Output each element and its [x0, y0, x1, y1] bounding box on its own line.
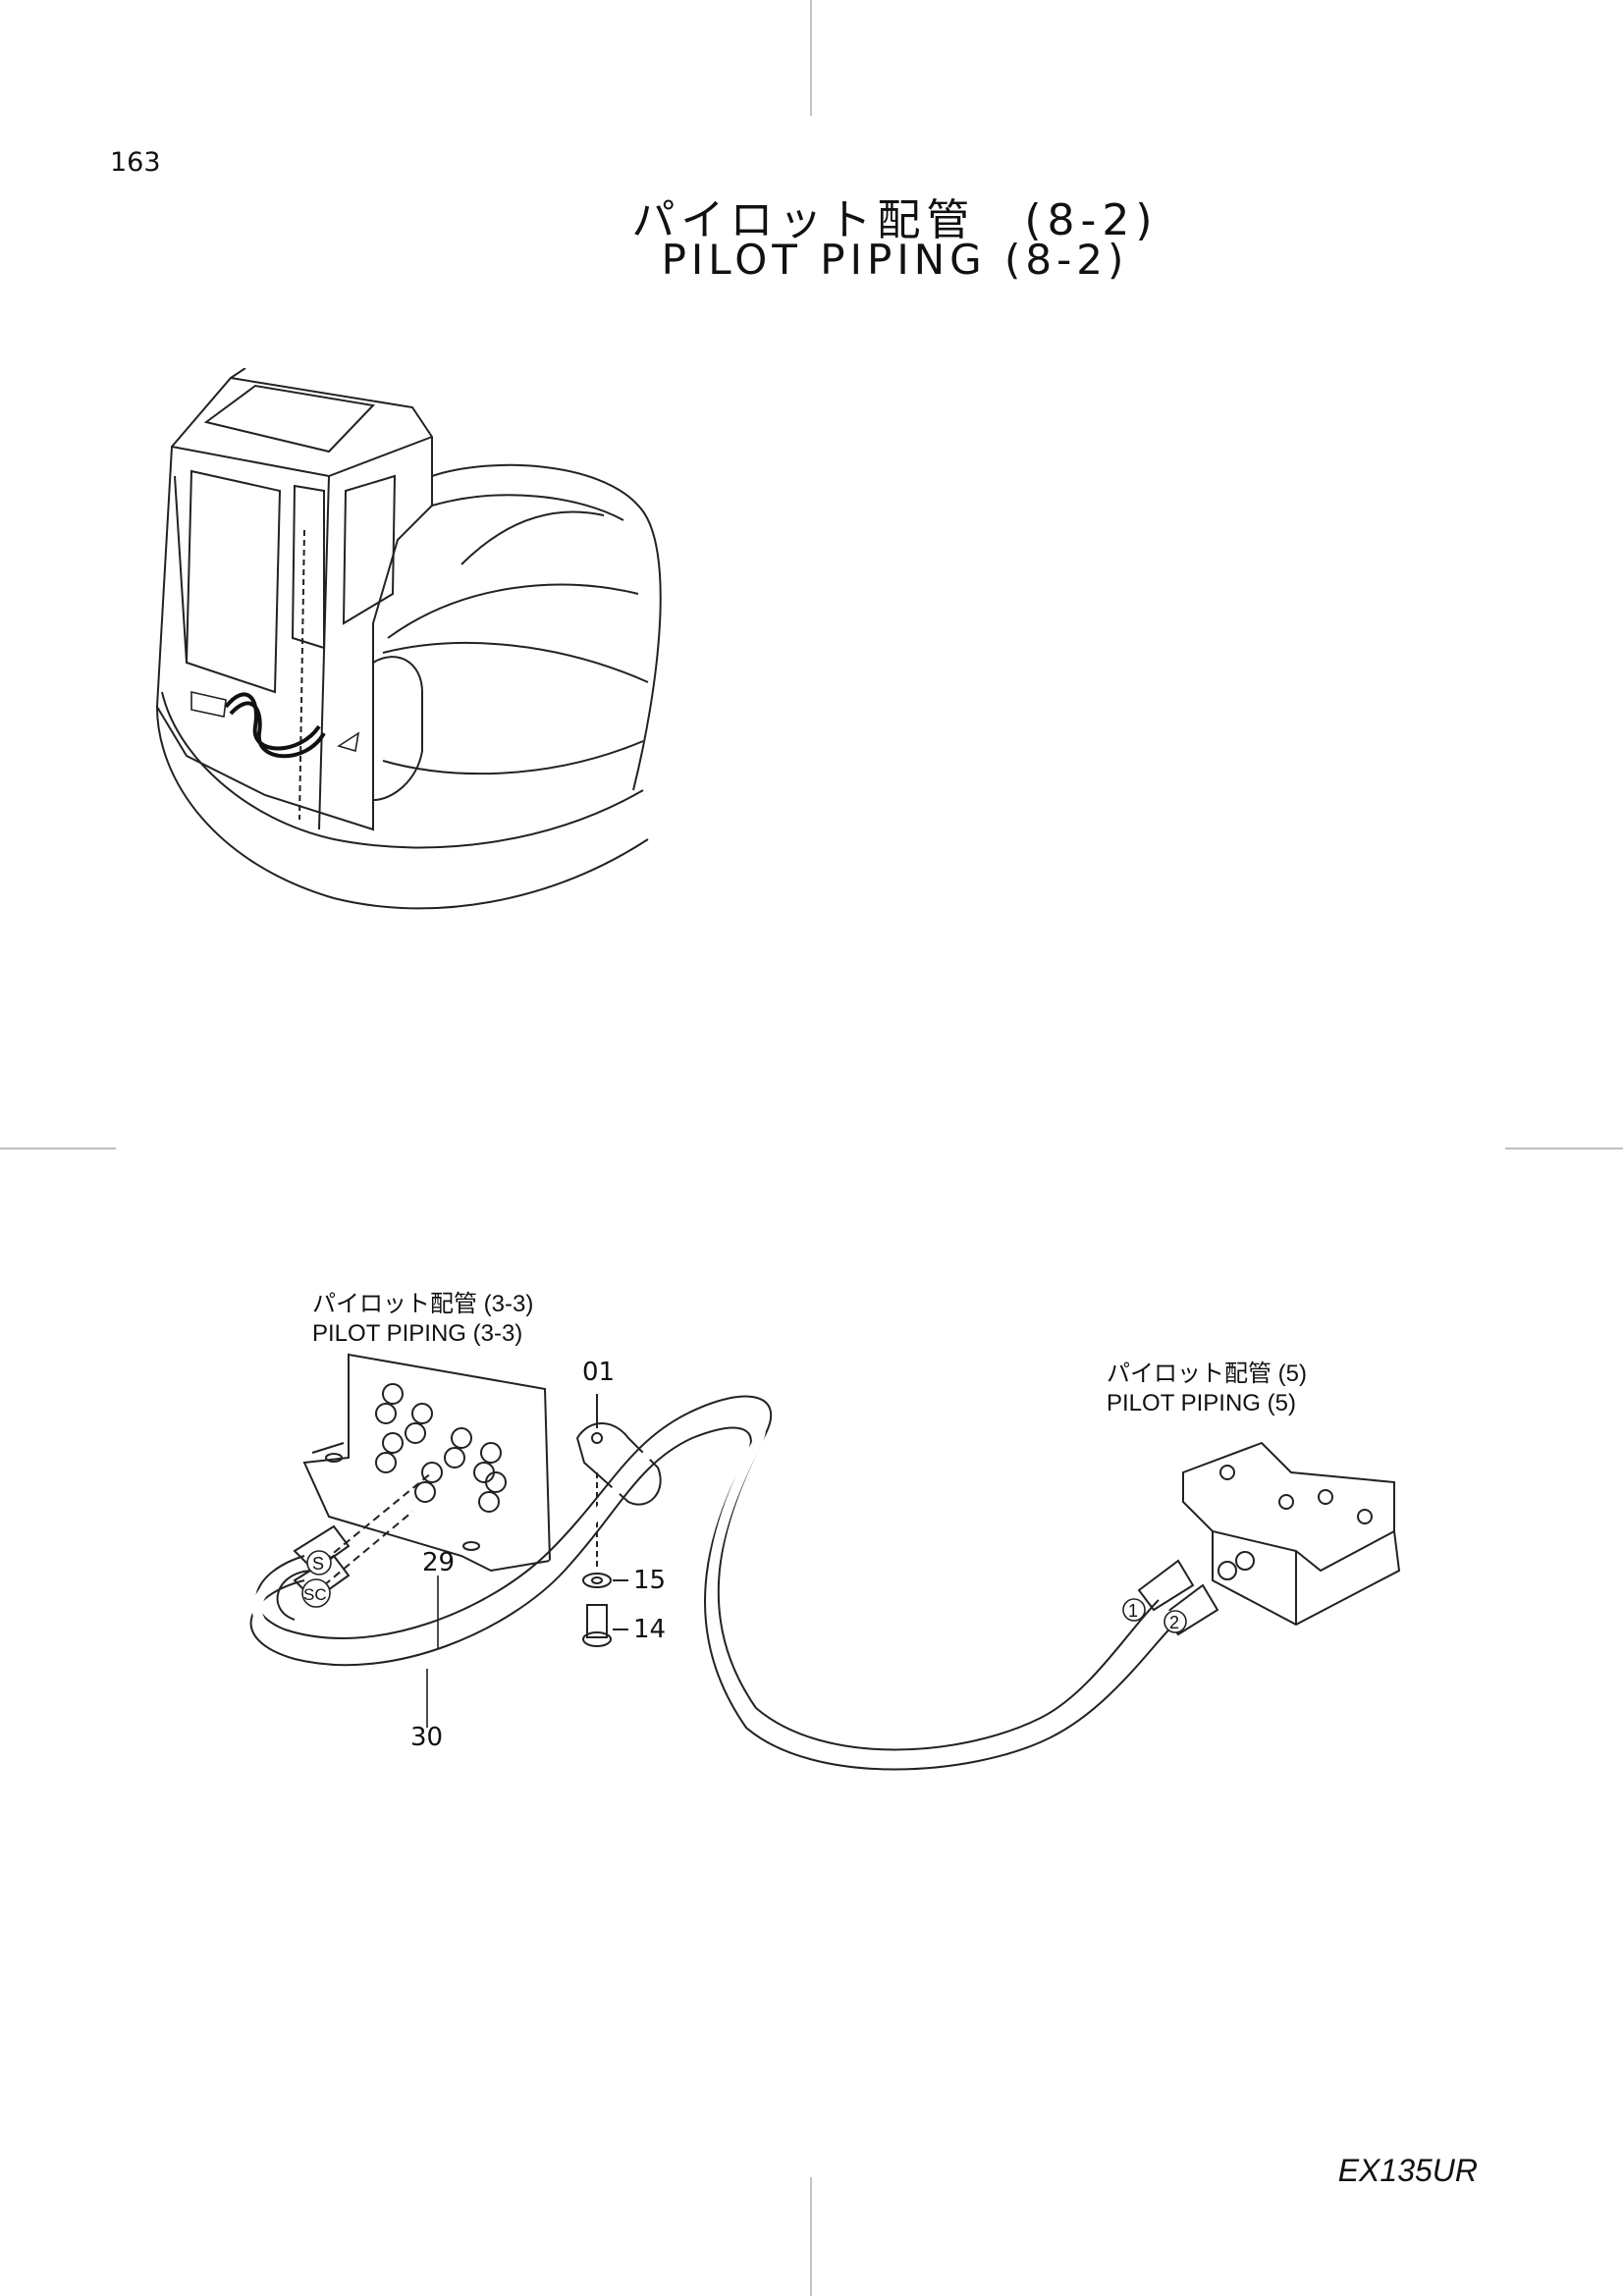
callout-pilot-piping-3-3-en: PILOT PIPING (3-3)	[312, 1320, 523, 1347]
port-label-2: 2	[1169, 1613, 1180, 1632]
part-number-29: 29	[422, 1548, 456, 1577]
callout-pilot-piping-5-en: PILOT PIPING (5)	[1107, 1390, 1296, 1416]
excavator-overview-illustration	[155, 368, 662, 910]
port-label-sc: SC	[303, 1585, 327, 1604]
model-code: EX135UR	[1337, 2153, 1478, 2188]
callout-pilot-piping-3-3: パイロット配管 (3-3) PILOT PIPING (3-3)	[312, 1290, 533, 1349]
port-label-1: 1	[1128, 1601, 1139, 1621]
page-number: 163	[110, 147, 161, 178]
page-title-english: PILOT PIPING (8-2)	[661, 236, 1129, 284]
part-number-01: 01	[582, 1358, 616, 1387]
part-number-14: 14	[633, 1615, 667, 1644]
part-number-15: 15	[633, 1566, 667, 1595]
callout-pilot-piping-3-3-jp: パイロット配管 (3-3)	[312, 1291, 534, 1317]
page-title-japanese: パイロット配管 (8-2)	[631, 195, 1159, 245]
callout-pilot-piping-5: パイロット配管 (5) PILOT PIPING (5)	[1107, 1360, 1307, 1418]
port-label-s: S	[312, 1554, 325, 1574]
part-number-30: 30	[410, 1723, 444, 1752]
callout-pilot-piping-5-jp: パイロット配管 (5)	[1107, 1361, 1307, 1387]
